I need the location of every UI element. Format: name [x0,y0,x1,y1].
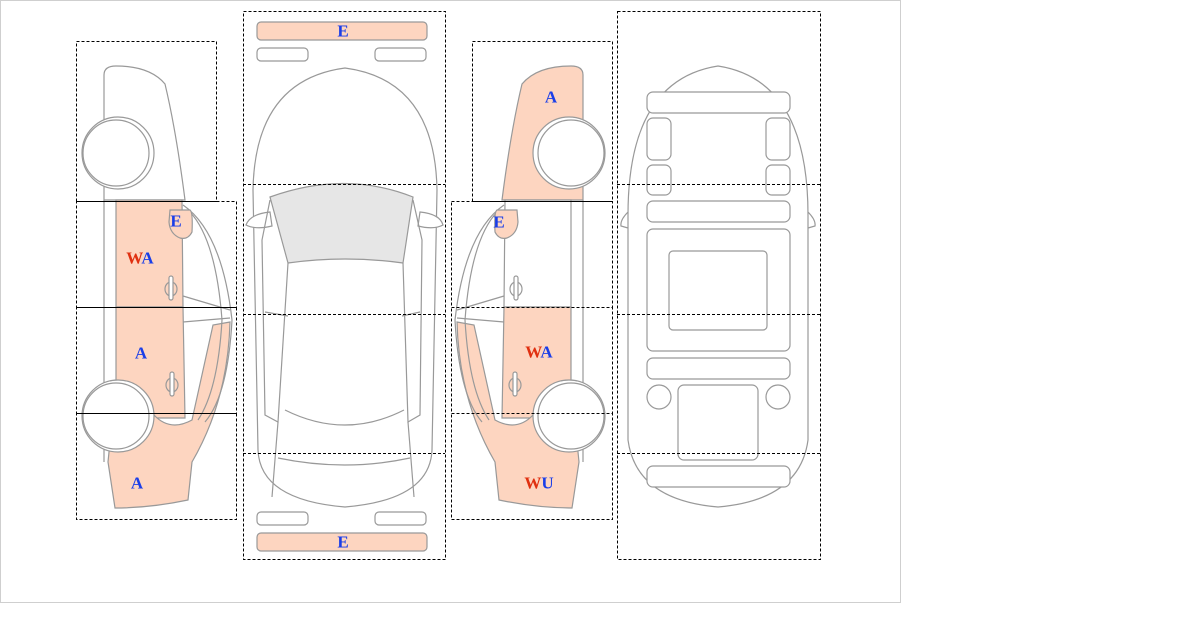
underbody-panel[interactable] [646,91,791,114]
code-a: A [540,342,553,362]
code-w: W [524,473,542,493]
tire [82,119,150,187]
rear-bumper[interactable] [256,532,428,552]
windshield[interactable] [269,182,414,264]
zone-dividers [243,184,445,454]
taillight [374,511,427,526]
roof-pillars [261,199,423,424]
zone-box [76,413,237,520]
window-frame [189,211,223,421]
code-w: W [525,342,541,362]
zone-dividers [617,184,820,454]
underbody-panel[interactable] [765,164,791,196]
front-bumper[interactable] [256,21,428,41]
mirrors[interactable] [245,211,444,229]
door-handle [508,371,522,397]
door-handle [509,275,523,301]
underbody-panel[interactable] [765,384,791,410]
taillight [256,511,309,526]
damage-code-left-rear-quarter: A [130,473,144,493]
damage-code-right-rear-quarter: WU [524,475,553,492]
code-w: W [126,248,142,268]
damage-code-left-front-door: WA [126,250,153,267]
door-pillar [182,295,231,323]
underbody-panel[interactable] [765,117,791,161]
top-view [245,21,444,552]
damage-code-right-mirror: E [493,212,505,232]
underbody-panel[interactable] [646,164,672,196]
underbody-panel[interactable] [646,384,672,410]
door-handle [165,371,179,397]
rear-window [271,409,415,498]
door-pillar [456,295,505,323]
damage-code-rear-bumper: E [337,532,349,552]
underbody-panel[interactable] [646,465,791,488]
headlight [374,47,427,62]
underbody-panel[interactable] [646,357,791,380]
left-side-view [81,65,233,509]
underbody-panel[interactable] [646,117,672,161]
tire [82,382,150,450]
tire [537,119,605,187]
window-frame [464,211,498,421]
code-a: A [141,248,154,268]
code-u: U [541,473,554,493]
side-mirror[interactable] [494,209,519,239]
zone-box [617,11,821,560]
damage-code-right-front-fender: A [544,87,558,107]
side-mirror[interactable] [168,209,193,239]
zone-box [451,413,613,520]
damage-code-front-bumper: E [337,21,349,41]
underbody-panel[interactable] [668,250,768,331]
window-frame [182,204,233,423]
damage-code-left-rear-door: A [134,343,148,363]
underbody-panel[interactable] [677,384,759,461]
diagram-frame [0,0,901,603]
damage-code-right-rear-door: WA [525,344,552,361]
underbody-panel[interactable] [646,200,791,223]
window-frame [454,204,505,423]
body-outline [252,67,438,508]
zone-box [243,11,446,560]
damage-code-left-mirror: E [170,211,182,231]
door-handle [164,275,178,301]
headlight [256,47,309,62]
underbody-view [620,65,816,508]
zone-grid [76,11,821,560]
right-side-view [454,65,606,509]
tire [537,382,605,450]
